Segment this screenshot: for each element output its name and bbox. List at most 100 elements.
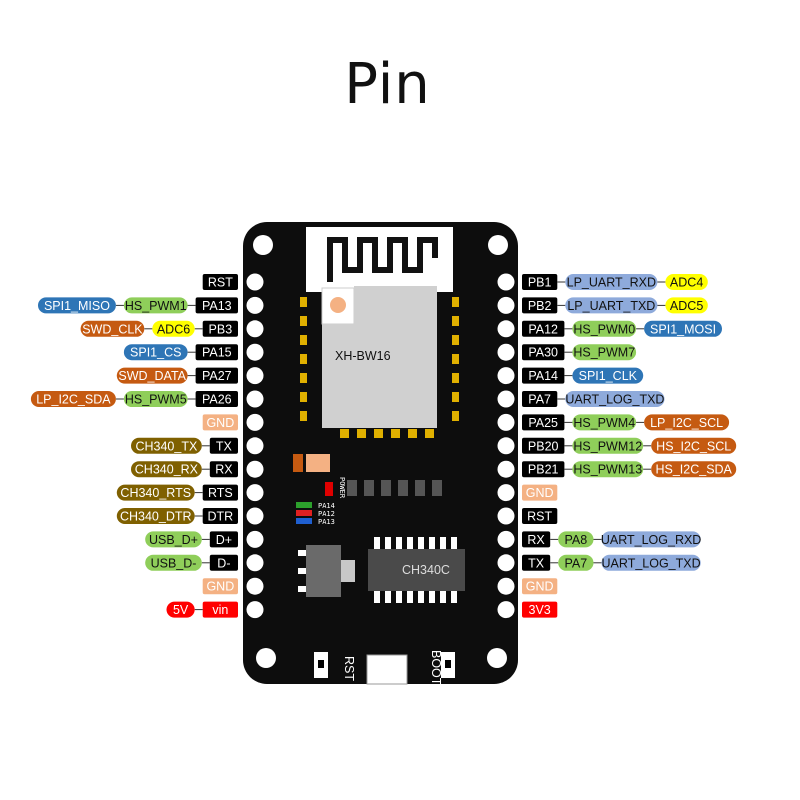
module-pad <box>300 297 307 307</box>
power-led <box>325 482 333 496</box>
header-hole[interactable] <box>246 367 264 385</box>
pin-label-bg <box>522 531 551 548</box>
pin-label: PA30 <box>528 346 558 360</box>
function-label: HS_PWM4 <box>573 416 635 430</box>
pin-label-bg <box>522 320 565 337</box>
module-pad <box>452 354 459 364</box>
function-label-bg <box>131 437 202 454</box>
pin-label: GND <box>526 580 554 594</box>
function-label-bg <box>572 437 644 454</box>
pin-label-bg <box>209 531 238 548</box>
header-hole[interactable] <box>246 601 264 619</box>
function-label: CH340_TX <box>135 439 197 453</box>
function-label-bg <box>116 484 195 501</box>
header-hole[interactable] <box>497 273 515 291</box>
function-label-bg <box>558 531 594 548</box>
header-hole[interactable] <box>497 367 515 385</box>
chip-pin <box>396 537 402 549</box>
pin-label: PB3 <box>209 322 233 336</box>
pin-label: TX <box>216 439 233 453</box>
chip-pin <box>385 537 391 549</box>
function-label: UART_LOG_TXD <box>565 393 664 407</box>
header-hole[interactable] <box>246 296 264 314</box>
header-hole[interactable] <box>497 390 515 408</box>
function-label-bg <box>665 297 708 314</box>
pin-label: D- <box>217 556 230 570</box>
function-label-bg <box>601 531 701 548</box>
header-hole[interactable] <box>246 530 264 548</box>
chip-pin <box>451 537 457 549</box>
pin-label-bg <box>202 508 238 524</box>
header-hole[interactable] <box>497 437 515 455</box>
header-hole[interactable] <box>246 577 264 595</box>
function-label-bg <box>601 554 701 571</box>
header-hole[interactable] <box>497 484 515 502</box>
header-hole[interactable] <box>246 554 264 572</box>
pin-label: RST <box>527 510 552 524</box>
pin-label: RST <box>208 276 233 290</box>
header-hole[interactable] <box>497 320 515 338</box>
header-hole[interactable] <box>497 296 515 314</box>
function-label-bg <box>80 320 145 337</box>
pin-label: PB1 <box>528 276 552 290</box>
function-label-bg <box>572 320 637 337</box>
usb-port[interactable] <box>366 654 408 685</box>
pin-label: GND <box>206 580 234 594</box>
header-hole[interactable] <box>497 460 515 478</box>
function-label: SPI1_CLK <box>579 369 638 383</box>
function-label-bg <box>565 274 658 290</box>
pin-label: RX <box>527 533 545 547</box>
function-label-bg <box>30 391 116 407</box>
header-hole[interactable] <box>497 413 515 431</box>
header-hole[interactable] <box>246 437 264 455</box>
header-hole[interactable] <box>246 273 264 291</box>
module-pad <box>425 429 434 438</box>
function-label-bg <box>665 274 708 290</box>
header-hole[interactable] <box>246 320 264 338</box>
header-hole[interactable] <box>497 343 515 361</box>
pin-label-bg <box>522 437 565 454</box>
pin-label-bg <box>195 367 238 384</box>
module-pad <box>300 354 307 364</box>
function-label: PA7 <box>564 556 587 570</box>
pin-label-bg <box>202 414 238 431</box>
led-blue <box>296 518 312 524</box>
header-hole[interactable] <box>497 530 515 548</box>
chip-pin <box>407 591 413 603</box>
shield-top <box>354 286 437 326</box>
function-label-bg <box>572 414 637 431</box>
chip-pin <box>429 591 435 603</box>
chip-name: CH340C <box>402 563 450 577</box>
pin-label-bg <box>522 461 565 478</box>
function-label-bg <box>651 437 737 454</box>
header-hole[interactable] <box>497 601 515 619</box>
function-label-bg <box>565 391 665 407</box>
header-hole[interactable] <box>497 554 515 572</box>
header-hole[interactable] <box>497 507 515 525</box>
pin-label: DTR <box>207 510 233 524</box>
header-hole[interactable] <box>246 507 264 525</box>
smd-component <box>347 480 357 496</box>
header-hole[interactable] <box>246 413 264 431</box>
module-pad <box>452 373 459 383</box>
module-pad <box>374 429 383 438</box>
chip-pin <box>396 591 402 603</box>
function-label-bg <box>644 414 730 431</box>
page-title: Pin <box>344 52 431 117</box>
chip-pin <box>418 537 424 549</box>
ch340-chip <box>368 549 465 591</box>
pin-label: PA13 <box>202 299 232 313</box>
header-hole[interactable] <box>246 343 264 361</box>
pin-label-bg <box>522 344 565 361</box>
board: XH-BW16 POWER PA14 PA12 PA13 CH340C RST … <box>243 222 518 686</box>
pin-label: D+ <box>216 533 232 547</box>
function-label-bg <box>558 554 594 571</box>
header-hole[interactable] <box>246 390 264 408</box>
header-hole[interactable] <box>497 577 515 595</box>
header-hole[interactable] <box>246 460 264 478</box>
module-pad <box>300 373 307 383</box>
function-label: UART_LOG_RXD <box>601 533 702 547</box>
chip-pin <box>374 591 380 603</box>
header-hole[interactable] <box>246 484 264 502</box>
regulator <box>306 545 341 597</box>
